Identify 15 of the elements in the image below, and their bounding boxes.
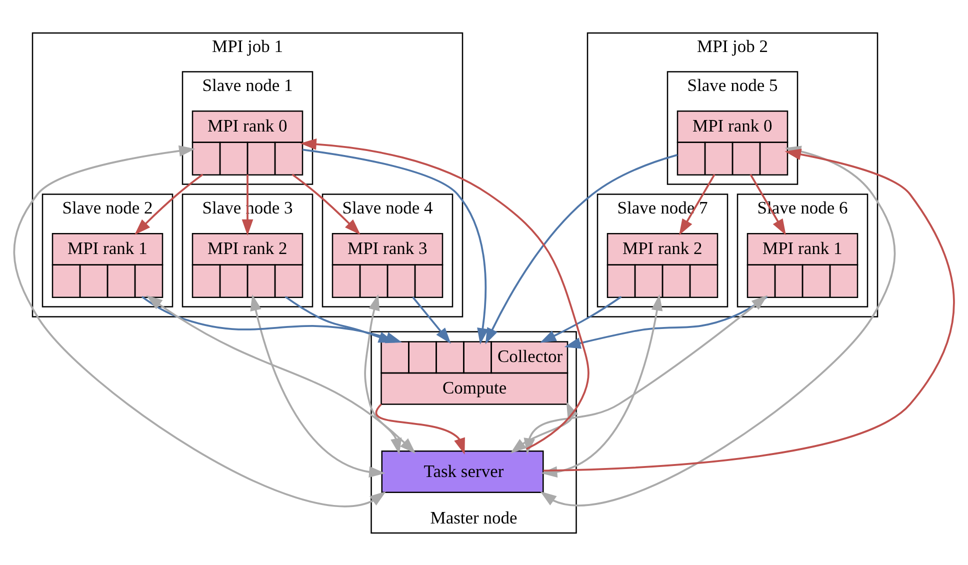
arrow xyxy=(146,294,416,454)
arrow xyxy=(13,144,386,506)
arrow xyxy=(485,154,678,344)
arrow xyxy=(250,294,386,478)
arrow xyxy=(564,295,768,348)
arrow xyxy=(242,174,254,236)
arrow xyxy=(540,296,622,342)
arrow xyxy=(292,173,361,234)
arrow xyxy=(412,296,451,344)
arrow xyxy=(543,148,955,472)
arrow xyxy=(376,403,465,454)
arrow xyxy=(679,174,716,235)
arrow xyxy=(134,173,204,234)
arrow xyxy=(364,294,402,454)
arrow xyxy=(300,138,590,450)
